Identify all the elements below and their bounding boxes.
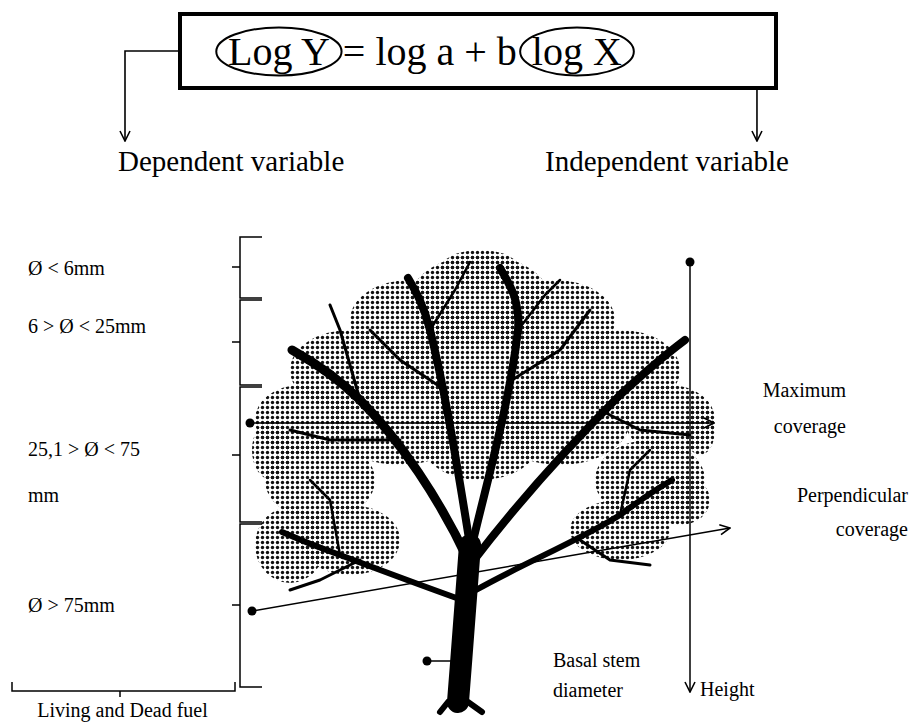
drawing-part <box>420 400 540 480</box>
diameter-class: Ø > 75mm <box>28 592 115 618</box>
drawing-part <box>12 682 235 697</box>
drawing-part <box>252 420 292 480</box>
drawing-part <box>423 657 432 666</box>
measure-label: Basal stem diameter <box>553 645 673 705</box>
equation-text: = log a + b <box>343 28 517 75</box>
ellipse-shape <box>520 27 634 75</box>
drawing-part <box>689 262 691 692</box>
drawing-part <box>246 419 255 428</box>
variable-caption: Independent variable <box>545 145 789 177</box>
drawing-part <box>427 660 470 662</box>
measure-arrows <box>250 262 730 692</box>
fuel-note: Living and Dead fuel <box>10 699 235 721</box>
size-brackets <box>12 237 262 697</box>
drawing-part <box>290 430 400 440</box>
drawing-part <box>440 702 482 712</box>
drawing-part <box>330 305 360 400</box>
drawing-part <box>458 545 470 702</box>
drawing-part <box>686 258 695 267</box>
drawing-part <box>476 480 672 590</box>
drawing-part <box>620 450 650 515</box>
measure-label: Maximum coverage <box>728 372 846 444</box>
diameter-class: 6 > Ø < 25mm <box>28 313 146 339</box>
variable-term: Log Y <box>228 29 330 74</box>
drawing-part <box>370 330 445 390</box>
drawing-part <box>232 300 262 385</box>
drawing-part <box>232 524 262 687</box>
measure-label: Height <box>700 676 754 702</box>
drawing-part <box>512 310 590 380</box>
variable-caption: Dependent variable <box>118 145 344 177</box>
drawing-part <box>474 340 685 560</box>
drawing-part <box>248 607 257 616</box>
drawing-part <box>250 422 714 424</box>
tree-canopy <box>252 250 715 583</box>
formula-box: = log a + b Log Y log X <box>178 12 778 90</box>
drawing-part <box>290 560 360 590</box>
variable-term: log X <box>532 29 622 74</box>
measure-dots <box>246 258 695 666</box>
drawing-part <box>518 280 560 330</box>
drawing-part <box>408 278 470 545</box>
drawing-part <box>310 480 340 555</box>
ellipse-shape <box>216 27 341 75</box>
dependent-ellipse: Log Y <box>215 26 343 77</box>
variable-label: Independent variable <box>545 145 789 178</box>
drawing-part <box>430 262 470 330</box>
tree-branches <box>282 262 690 712</box>
drawing-part <box>232 387 262 522</box>
drawing-part <box>472 268 518 545</box>
independent-ellipse: log X <box>519 26 635 77</box>
drawing-part <box>232 237 262 298</box>
variable-label: Dependent variable <box>118 145 344 178</box>
drawing-part <box>650 475 710 525</box>
diameter-class: Ø < 6mm <box>28 255 105 281</box>
diameter-class: 25,1 > Ø < 75 mm <box>28 426 168 518</box>
drawing-part <box>252 528 730 611</box>
measure-label: Perpendicular coverage <box>736 478 908 546</box>
